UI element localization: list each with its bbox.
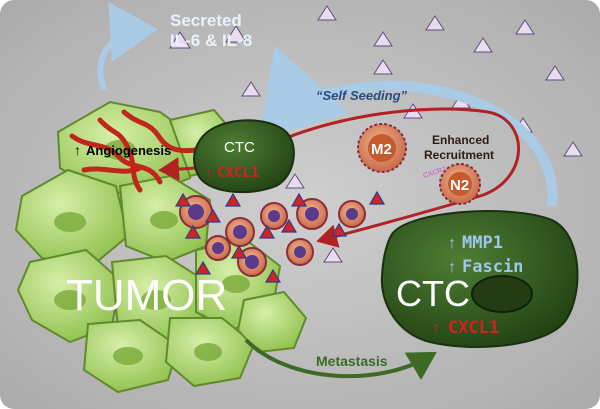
fascin-label: Fascin (462, 257, 523, 277)
m2-macrophage (357, 123, 407, 173)
metastasis-label: Metastasis (316, 353, 388, 369)
secreted-arrow (97, 2, 158, 92)
enhanced-recruitment-line2: Recruitment (424, 148, 494, 162)
ctc-large-nucleus (471, 275, 533, 313)
self-seeding-label: “Self Seeding” (316, 88, 408, 103)
secreted-label-line2: IL-6 & IL-8 (170, 31, 252, 50)
cxcl1-label: CXCL1 (448, 318, 499, 338)
angiogenesis-arrow-line (158, 157, 197, 182)
n2-label: N2 (450, 177, 469, 194)
tumor-label: TUMOR (66, 271, 227, 320)
n2-neutrophil (439, 163, 481, 205)
recruitment-arrow (259, 107, 521, 248)
ctc-large-cell (380, 210, 579, 348)
ctc-small-marker: CXCL1 (217, 165, 259, 181)
receptor-triangles (174, 190, 386, 283)
self-seeding-arrow (258, 45, 558, 207)
blood-vessels (69, 109, 199, 193)
m2-label: M2 (371, 141, 392, 158)
ctc-small-up-arrow: ↑ (205, 164, 212, 180)
ctc-small-cell (193, 119, 295, 194)
fascin-up-arrow: ↑ (448, 259, 456, 276)
tumor-nuclei (54, 140, 250, 365)
metastasis-arrow (244, 338, 437, 381)
ctc-large-label: CTC (396, 273, 470, 314)
secreted-label-line1: Secreted (170, 11, 242, 30)
angiogenesis-label: Angiogenesis (86, 143, 171, 158)
mmp1-label: MMP1 (462, 233, 503, 253)
ctc-small-label: CTC (224, 139, 255, 156)
cxcl1-up-arrow: ↑ (432, 320, 440, 337)
immune-cell-cluster (179, 195, 366, 277)
enhanced-recruitment-line1: Enhanced (432, 133, 489, 147)
angiogenesis-up-arrow: ↑ (74, 142, 81, 158)
mmp1-up-arrow: ↑ (448, 235, 456, 252)
